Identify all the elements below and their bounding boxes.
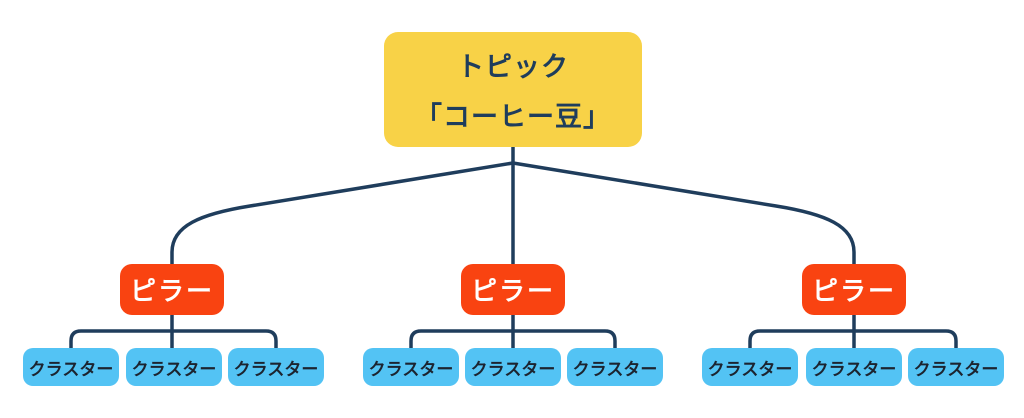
cluster-node-1-2: クラスター: [126, 348, 222, 386]
cluster-node-2-3: クラスター: [567, 348, 663, 386]
connector-left-pillar-bus: [69, 329, 278, 350]
pillar-node-1: ピラー: [120, 264, 224, 315]
pillar-label: ピラー: [811, 277, 896, 307]
cluster-label: クラスター: [470, 359, 556, 380]
pillar-label: ピラー: [470, 277, 555, 307]
topic-label-line2: 「コーヒー豆」: [415, 102, 611, 133]
connector-right-pillar-bus: [748, 329, 958, 350]
connector-topic-to-right-pillar: [511, 161, 856, 266]
cluster-label: クラスター: [913, 359, 999, 380]
cluster-label: クラスター: [368, 359, 454, 380]
cluster-label: クラスター: [811, 359, 897, 380]
cluster-label: クラスター: [572, 359, 658, 380]
cluster-label: クラスター: [233, 359, 319, 380]
topic-node: トピック 「コーヒー豆」: [384, 32, 642, 147]
cluster-node-1-3: クラスター: [228, 348, 324, 386]
pillar-label: ピラー: [129, 277, 214, 307]
pillar-node-2: ピラー: [461, 264, 565, 315]
cluster-node-2-1: クラスター: [363, 348, 459, 386]
cluster-label: クラスター: [707, 359, 793, 380]
connector-topic-to-left-pillar: [170, 161, 515, 266]
cluster-node-3-1: クラスター: [702, 348, 798, 386]
cluster-label: クラスター: [28, 359, 114, 380]
connector-middle-pillar-bus: [409, 329, 617, 350]
cluster-node-2-2: クラスター: [465, 348, 561, 386]
topic-label-line1: トピック: [457, 52, 569, 83]
cluster-node-3-3: クラスター: [908, 348, 1004, 386]
cluster-node-1-1: クラスター: [23, 348, 119, 386]
cluster-node-3-2: クラスター: [806, 348, 902, 386]
pillar-node-3: ピラー: [802, 264, 906, 315]
cluster-label: クラスター: [131, 359, 217, 380]
